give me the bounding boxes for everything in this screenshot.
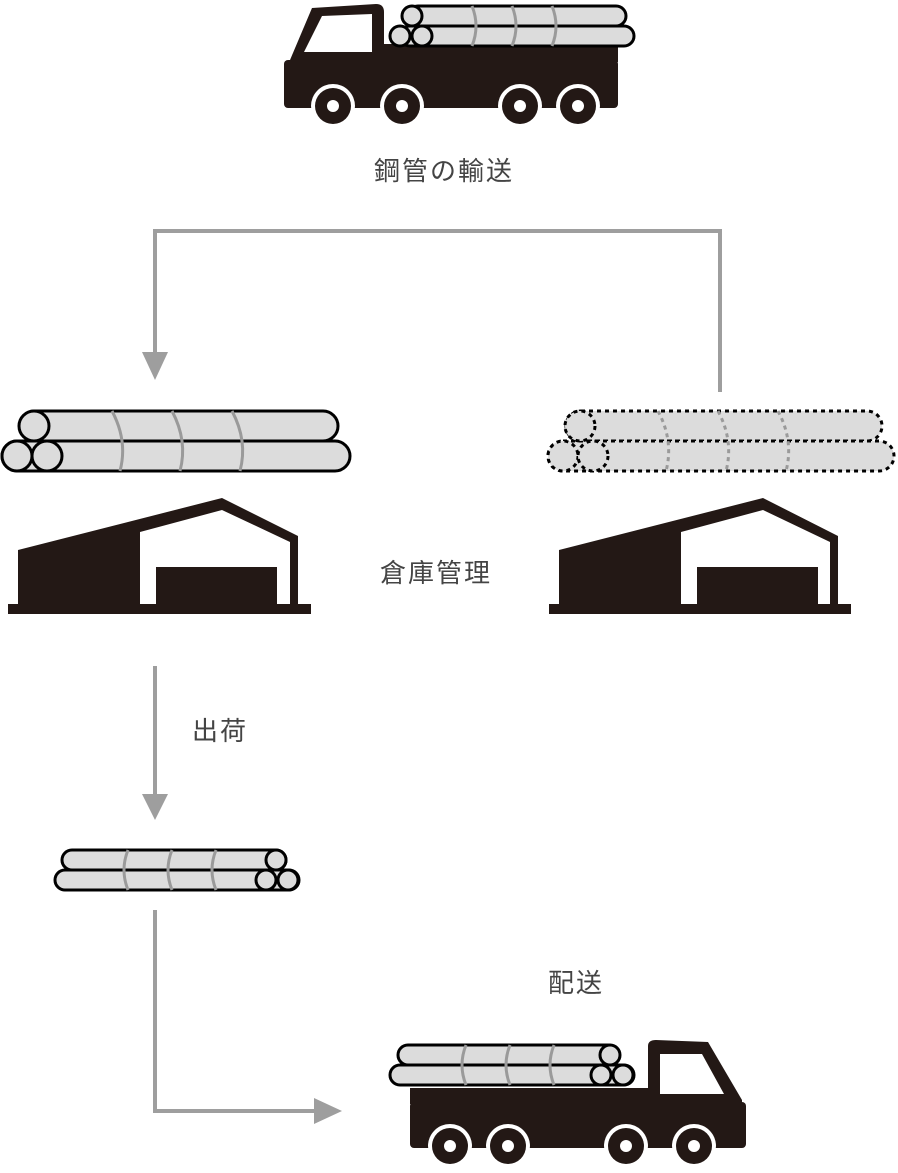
arrowhead-right-icon [314,1098,342,1124]
left-warehouse-icon [8,498,311,614]
bottom-truck-pipes-icon [388,1043,636,1087]
right-dotted-pipe-stack-icon [546,409,896,473]
label-warehouse: 倉庫管理 [380,559,492,589]
bottom-truck-wheels [428,1124,716,1168]
top-truck-pipes-icon [388,4,636,48]
top-truck-icon [284,4,636,128]
label-shipping: 出荷 [192,717,248,747]
connector-arrow-to-left-warehouse [153,229,722,392]
label-delivery: 配送 [548,969,604,999]
top-truck-wheels [311,84,600,128]
shipping-pipe-stack-icon [53,848,301,892]
arrowhead-down-icon [142,352,168,380]
right-warehouse-icon [549,498,851,614]
arrowhead-down-icon-2 [142,794,168,820]
label-transport: 鋼管の輸送 [374,157,514,187]
bottom-truck-icon [388,1040,746,1168]
delivery-arrow-line [153,910,318,1113]
left-pipe-stack-icon [0,409,352,473]
